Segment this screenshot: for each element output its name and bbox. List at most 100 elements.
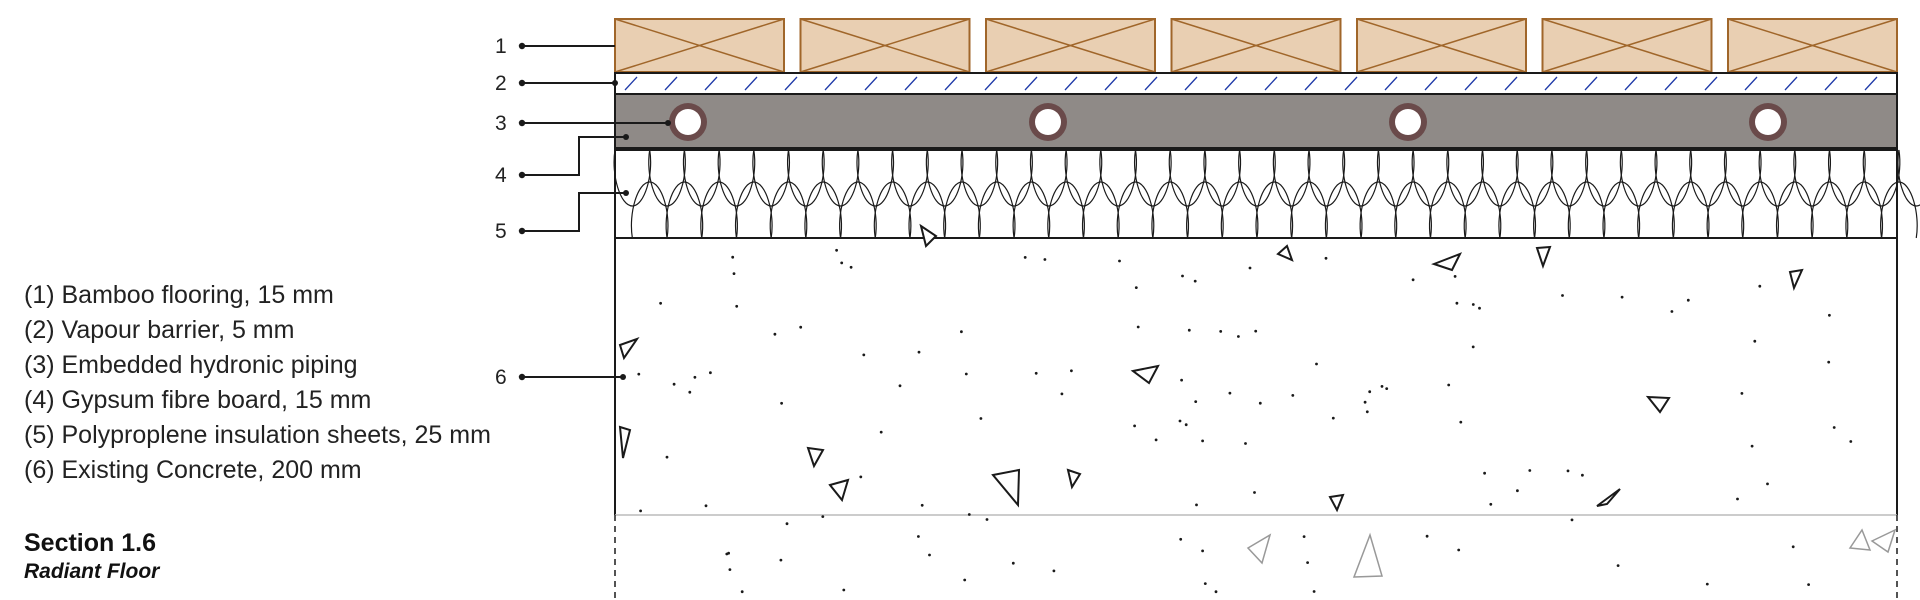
legend-item-gypsum-board: (4) Gypsum fibre board, 15 mm: [24, 386, 372, 414]
hatch-mark: [1664, 76, 1678, 91]
aggregate-dot: [1134, 286, 1138, 289]
aggregate-dot: [985, 518, 989, 521]
callout-1: 1: [495, 35, 507, 58]
hatch-mark: [624, 76, 638, 91]
aggregate-dot: [928, 553, 931, 557]
hatch-mark: [1864, 76, 1878, 91]
hatch-mark: [1624, 76, 1638, 91]
insulation-loop: [1290, 181, 1328, 239]
insulation-loop: [839, 181, 877, 239]
aggregate-dot: [1193, 279, 1197, 283]
aggregate-dot: [1740, 392, 1744, 395]
aggregate-stone: [1788, 268, 1804, 292]
insulation-loop: [1394, 181, 1432, 239]
aggregate-dot: [1315, 362, 1318, 366]
insulation-loop: [1186, 181, 1224, 239]
insulation-loop: [1828, 149, 1866, 207]
aggregate-stone: [1431, 252, 1463, 272]
aggregate-dot: [1766, 482, 1769, 486]
insulation-layer: [613, 149, 1920, 239]
callout-5: 5: [495, 220, 507, 243]
aggregate-dot: [1070, 369, 1073, 373]
aggregate-dot: [1187, 328, 1191, 332]
hatch-mark: [1224, 76, 1238, 91]
insulation-loop: [943, 181, 981, 239]
insulation-loop: [1376, 149, 1415, 207]
aggregate-stone: [1596, 488, 1621, 507]
bamboo-board: [614, 18, 785, 73]
aggregate-stone-below: [1246, 533, 1272, 565]
hatch-mark: [1424, 76, 1438, 91]
callout-3: 3: [495, 112, 507, 135]
aggregate-dot: [1228, 391, 1232, 395]
aggregate-stone: [919, 223, 938, 248]
hatch-mark: [1064, 76, 1078, 91]
insulation-loop: [717, 149, 756, 207]
aggregate-dot: [821, 515, 825, 518]
hatch-mark: [784, 76, 798, 91]
aggregate-dot: [1034, 371, 1038, 375]
aggregate-dot: [1324, 256, 1328, 260]
aggregate-dot: [1471, 303, 1475, 306]
aggregate-dot: [725, 552, 729, 556]
callout-6: 6: [495, 366, 507, 389]
insulation-loop: [1255, 181, 1294, 239]
insulation-loop: [1203, 149, 1242, 207]
aggregate-dot: [1453, 275, 1457, 278]
aggregate-dot: [1201, 439, 1204, 443]
insulation-loop: [1359, 181, 1398, 239]
aggregate-dot: [799, 325, 803, 329]
hatch-mark: [1384, 76, 1398, 91]
section-title: Section 1.6: [24, 529, 156, 557]
leader-4: [522, 136, 626, 176]
aggregate-dot: [728, 568, 732, 571]
insulation-loop: [1168, 149, 1207, 207]
aggregate-dot: [1237, 335, 1240, 338]
insulation-loop: [977, 181, 1016, 239]
aggregate-dot: [1195, 503, 1198, 507]
insulation-loop: [1637, 181, 1675, 239]
aggregate-stone: [1328, 493, 1345, 513]
aggregate-dot: [1291, 394, 1295, 397]
aggregate-dot: [1581, 473, 1584, 477]
insulation-loop: [1498, 181, 1537, 239]
insulation-loop: [1463, 181, 1502, 239]
aggregate-dot: [1849, 440, 1853, 443]
aggregate-stone: [618, 425, 632, 459]
aggregate-dot: [1154, 438, 1158, 442]
hatch-mark: [1784, 76, 1798, 91]
aggregate-dot: [1118, 259, 1121, 263]
insulation-loop: [613, 149, 652, 207]
hydronic-piping: [669, 103, 1787, 141]
aggregate-dot: [1736, 497, 1739, 501]
hatch-mark: [1824, 76, 1838, 91]
insulation-loop: [1689, 149, 1727, 207]
legend-item-bamboo-flooring: (1) Bamboo flooring, 15 mm: [24, 281, 334, 309]
hatch-mark: [944, 76, 958, 91]
aggregate-dot: [979, 417, 983, 420]
aggregate-dot: [1178, 419, 1182, 423]
aggregate-dot: [1244, 442, 1247, 445]
insulation-loop: [769, 181, 808, 239]
callout-2: 2: [495, 72, 507, 95]
aggregate-dot: [785, 522, 789, 526]
aggregate-dot: [1368, 390, 1372, 394]
aggregate-dot: [1365, 410, 1369, 414]
aggregate-dot: [1052, 569, 1056, 573]
insulation-loop: [1220, 181, 1259, 239]
bamboo-flooring-layer: [614, 18, 1898, 73]
insulation-loop: [856, 149, 895, 207]
section-subtitle: Radiant Floor: [24, 560, 160, 583]
aggregate-dot: [693, 375, 697, 379]
aggregate-stone: [991, 468, 1021, 508]
aggregate-dot: [842, 588, 846, 592]
aggregate-dot: [779, 558, 783, 562]
bamboo-board: [1356, 18, 1527, 73]
aggregate-dot: [1194, 400, 1198, 403]
bamboo-board: [799, 18, 971, 73]
insulation-loop: [908, 181, 947, 239]
insulation-loop: [1238, 149, 1276, 207]
aggregate-stone: [1645, 395, 1671, 414]
aggregate-dot: [1489, 502, 1493, 506]
insulation-loop: [1307, 149, 1346, 207]
